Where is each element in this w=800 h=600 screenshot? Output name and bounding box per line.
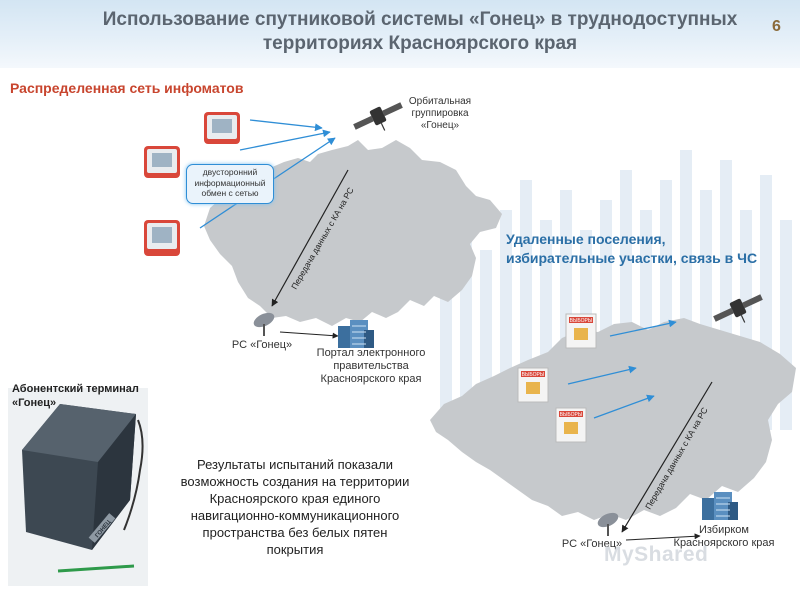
- ballot-box-icon: ВЫБОРЫ: [565, 313, 597, 349]
- exchange-callout: двусторонний информационный обмен с сеть…: [186, 164, 274, 204]
- arrow-kiosk2-sat: [239, 129, 331, 151]
- satellite-dish-icon: [597, 512, 619, 536]
- izbirkom-label: Избирком Красноярского края: [673, 524, 775, 549]
- svg-text:ВЫБОРЫ: ВЫБОРЫ: [560, 412, 583, 418]
- data-link-arrow-right: [621, 381, 713, 533]
- terminal-photo: ГОНЕЦ: [8, 388, 148, 586]
- russia-map-right: [430, 318, 796, 520]
- arrow-kiosk1-sat: [249, 119, 323, 132]
- station-label-right: РС «Гонец»: [561, 538, 623, 550]
- kiosk-icon: [144, 146, 180, 178]
- svg-text:ВЫБОРЫ: ВЫБОРЫ: [570, 318, 593, 324]
- right-heading: Удаленные поселения, избирательные участ…: [506, 231, 758, 266]
- building-icon: [702, 492, 738, 520]
- result-text: Результаты испытаний показали возможност…: [180, 457, 410, 557]
- arrow-ballot2-sat: [567, 365, 637, 385]
- kiosk-icon: [204, 112, 240, 144]
- left-heading: Распределенная сеть инфоматов: [10, 80, 244, 96]
- station-label-left: РС «Гонец»: [231, 339, 293, 351]
- satellite-label-left: Орбитальная группировка «Гонец»: [408, 96, 472, 131]
- arrow-ballot3-sat: [593, 394, 655, 419]
- slide-title-line1: Использование спутниковой системы «Гонец…: [102, 9, 738, 30]
- building-icon: [338, 320, 374, 348]
- svg-text:ВЫБОРЫ: ВЫБОРЫ: [522, 372, 545, 378]
- arrow-station-izbirkom: [625, 533, 701, 541]
- data-link-arrow-left: [271, 169, 349, 307]
- russia-map-left: [204, 140, 502, 326]
- portal-label: Портал электронного правительства Красно…: [316, 347, 426, 385]
- kiosk-icon: [144, 220, 180, 256]
- satellite-icon-right: [713, 294, 763, 323]
- slide-title-line2: территориях Красноярского края: [262, 33, 578, 54]
- satellite-icon-left: [353, 102, 403, 131]
- slide-title: Использование спутниковой системы «Гонец…: [70, 8, 770, 56]
- terminal-heading: Абонентский терминал «Гонец»: [12, 383, 139, 409]
- header-band: [0, 0, 800, 68]
- ballot-box-icon: ВЫБОРЫ: [517, 367, 549, 403]
- slide-number: 6: [772, 18, 781, 35]
- satellite-dish-icon: [253, 312, 275, 336]
- ballot-box-icon: ВЫБОРЫ: [555, 407, 587, 443]
- arrow-station-portal: [279, 331, 339, 339]
- arrow-ballot1-sat: [609, 319, 677, 337]
- watermark: MyShared: [604, 543, 709, 566]
